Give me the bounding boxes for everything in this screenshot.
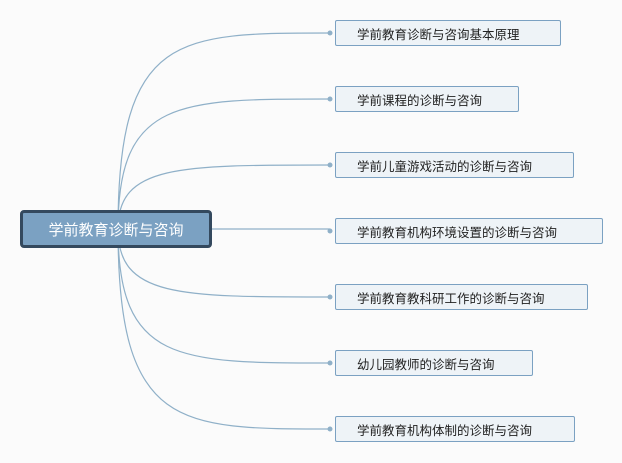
connector-dot: [327, 96, 333, 102]
subtopic-kindergarten-teachers[interactable]: 幼儿园教师的诊断与咨询: [335, 350, 533, 376]
root-topic-label: 学前教育诊断与咨询: [48, 220, 184, 239]
connector-dot: [327, 228, 333, 234]
connector-line: [117, 164, 331, 230]
connector-line: [117, 32, 331, 230]
subtopic-label: 学前教育机构环境设置的诊断与咨询: [357, 224, 558, 240]
subtopic-research-work[interactable]: 学前教育教科研工作的诊断与咨询: [335, 284, 588, 310]
subtopic-play-activities[interactable]: 学前儿童游戏活动的诊断与咨询: [335, 152, 574, 178]
connector-dot: [327, 162, 333, 168]
connector-dot: [327, 426, 333, 432]
connector-line: [117, 228, 331, 298]
connector-dot: [327, 360, 333, 366]
subtopic-label: 学前教育机构体制的诊断与咨询: [357, 422, 533, 438]
subtopic-label: 幼儿园教师的诊断与咨询: [357, 356, 495, 372]
connector-dot: [327, 294, 333, 300]
subtopic-label: 学前课程的诊断与咨询: [357, 92, 483, 108]
connector-dot: [327, 30, 333, 36]
subtopic-environment-setup[interactable]: 学前教育机构环境设置的诊断与咨询: [335, 218, 603, 244]
connector-line: [117, 228, 331, 430]
connector-line: [117, 98, 331, 230]
subtopic-institutional-system[interactable]: 学前教育机构体制的诊断与咨询: [335, 416, 575, 442]
root-topic[interactable]: 学前教育诊断与咨询: [20, 210, 212, 248]
subtopic-label: 学前教育诊断与咨询基本原理: [357, 26, 520, 42]
subtopic-label: 学前教育教科研工作的诊断与咨询: [357, 290, 545, 306]
subtopic-label: 学前儿童游戏活动的诊断与咨询: [357, 158, 533, 174]
connector-line: [117, 228, 331, 364]
subtopic-curriculum[interactable]: 学前课程的诊断与咨询: [335, 86, 519, 112]
subtopic-basic-principles[interactable]: 学前教育诊断与咨询基本原理: [335, 20, 561, 46]
